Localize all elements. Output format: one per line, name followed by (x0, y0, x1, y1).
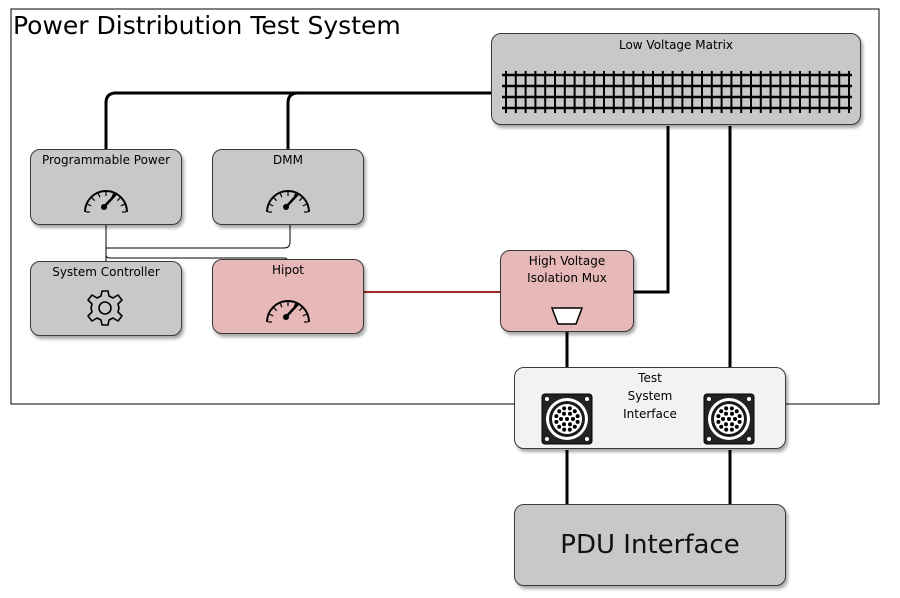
low-voltage-matrix-node: Low Voltage Matrix (491, 33, 861, 125)
gear-icon (87, 290, 123, 326)
system-controller-node: System Controller (30, 261, 182, 336)
test-system-interface-label-line3: Interface (623, 407, 677, 421)
hipot-label: Hipot (271, 263, 305, 277)
pdu-interface-node: PDU Interface (514, 504, 786, 586)
gauge-icon (84, 190, 128, 213)
test-system-interface-label-line2: System (627, 389, 673, 403)
gauge-icon (266, 300, 310, 323)
gauge-icon (266, 190, 310, 213)
diagram-title: Power Distribution Test System (13, 11, 401, 40)
programmable-power-label: Programmable Power (41, 153, 171, 167)
hv-isolation-mux-node: High Voltage Isolation Mux (500, 250, 634, 332)
wire-matrix-to-programmable-power (104, 91, 492, 150)
system-controller-label: System Controller (52, 265, 160, 279)
matrix-grid-icon (502, 71, 852, 113)
pdu-interface-label: PDU Interface (560, 530, 740, 560)
hipot-node: Hipot (212, 259, 364, 334)
hv-isolation-mux-label-line2: Isolation Mux (527, 271, 607, 285)
circular-connector-icon (541, 393, 593, 445)
wire-controller-to-dmm (106, 224, 291, 249)
system-boundary-frame (10, 8, 880, 405)
circular-connector-icon (703, 393, 755, 445)
mux-icon (550, 307, 584, 325)
hv-isolation-mux-label-line1: High Voltage (528, 254, 606, 268)
low-voltage-matrix-label: Low Voltage Matrix (618, 38, 734, 52)
dmm-label: DMM (273, 153, 303, 167)
dmm-node: DMM (212, 149, 364, 225)
programmable-power-node: Programmable Power (30, 149, 182, 225)
test-system-interface-label-line1: Test (638, 371, 662, 385)
test-system-interface-node: Test System Interface (514, 367, 786, 449)
wire-matrix-to-dmm (286, 91, 299, 150)
